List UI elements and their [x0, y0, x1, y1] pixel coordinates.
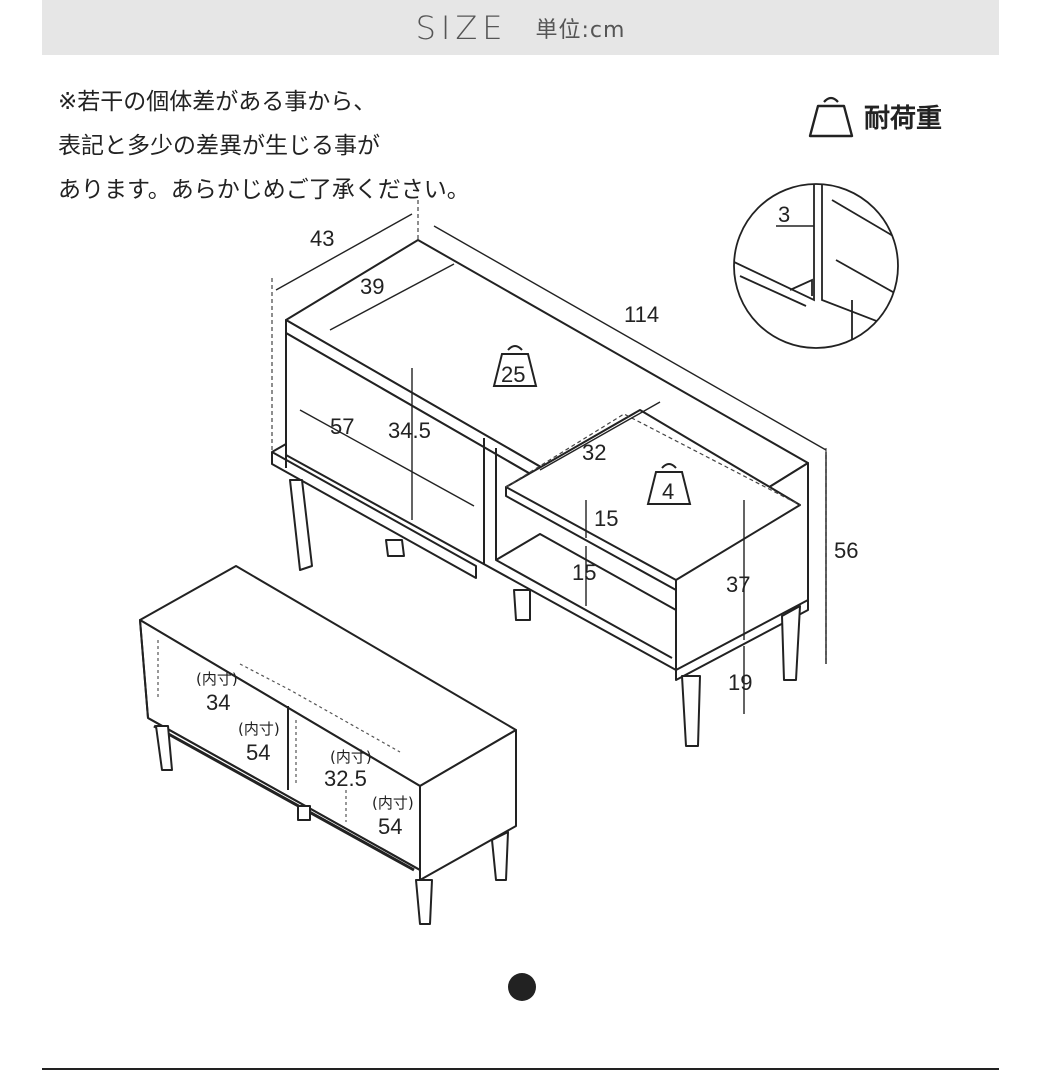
header-bar: SIZE 単位:cm: [42, 0, 999, 55]
dim-shelf-depth: 32: [582, 440, 606, 465]
size-unit: 単位:cm: [535, 17, 626, 43]
detail-circle: [733, 183, 899, 349]
dim-leg-height: 19: [728, 670, 752, 695]
dim-detail-gap: 3: [778, 202, 790, 227]
dim-total-height: 56: [834, 538, 858, 563]
load-legend-label: 耐荷重: [864, 103, 943, 134]
dim-door-width: 57: [330, 414, 354, 439]
dim-inner-left-width: 54: [246, 740, 270, 765]
dim-shelf-gap-upper: 15: [594, 506, 618, 531]
inner-label: (内寸): [372, 794, 414, 812]
dim-width: 114: [624, 302, 659, 327]
dim-top-load: 25: [501, 362, 525, 387]
dim-shelf-gap-lower: 15: [572, 560, 596, 585]
note-line: あります。あらかじめご了承ください。: [58, 177, 470, 203]
weight-icon: [492, 345, 538, 387]
note-line: 表記と多少の差異が生じる事が: [58, 133, 380, 159]
dim-depth-inner: 39: [360, 274, 384, 299]
pagination-dot[interactable]: [508, 973, 536, 1001]
load-legend: 耐荷重: [806, 92, 942, 140]
dim-shelf-load: 4: [662, 479, 674, 504]
dim-body-height: 37: [726, 572, 750, 597]
inner-label: (内寸): [196, 670, 238, 688]
dim-inner-right-depth: 32.5: [324, 766, 367, 791]
bottom-divider: [42, 1068, 999, 1070]
note-line: ※若干の個体差がある事から、: [58, 89, 377, 115]
size-title: SIZE: [415, 8, 508, 47]
weight-icon: [646, 463, 692, 505]
note-text: ※若干の個体差がある事から、 表記と多少の差異が生じる事が あります。あらかじめ…: [58, 80, 578, 212]
dim-door-height: 34.5: [388, 418, 431, 443]
inner-label: (内寸): [238, 720, 280, 738]
dim-depth-outer: 43: [310, 226, 334, 251]
dim-inner-right-width: 54: [378, 814, 402, 839]
inner-label: (内寸): [330, 748, 372, 766]
weight-icon: [808, 96, 854, 138]
inner-cabinet: [139, 565, 517, 925]
dim-inner-left-depth: 34: [206, 690, 230, 715]
